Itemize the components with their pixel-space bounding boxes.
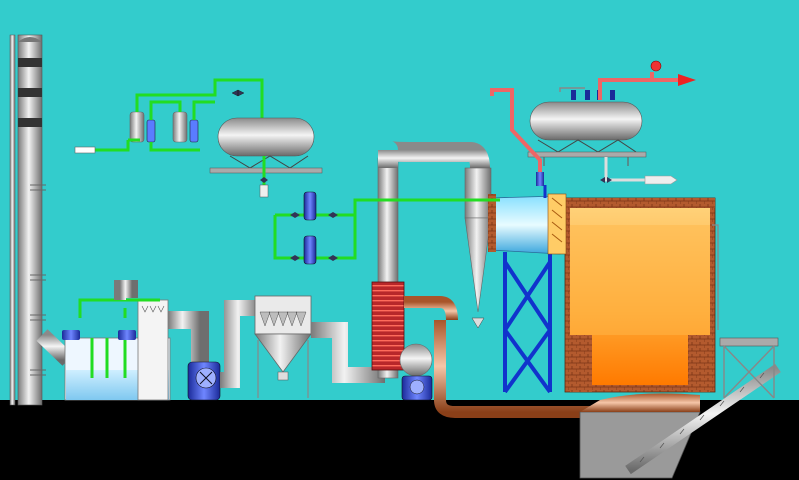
steam-outlet-arrow — [678, 74, 696, 86]
chimney-stack — [9, 34, 74, 406]
induced-draft-fan — [187, 300, 260, 401]
deaerator-tank — [209, 117, 323, 198]
feed-pumps — [273, 191, 470, 265]
steam-drum — [490, 60, 696, 186]
furnace-chamber — [547, 193, 719, 393]
economizer — [488, 185, 561, 394]
ash-screw-conveyor — [579, 337, 781, 479]
cyclone-separator — [464, 167, 492, 329]
water-treatment-filters — [74, 78, 264, 154]
flue-column — [371, 141, 490, 401]
hot-gas-duct — [434, 320, 640, 418]
flue-duct-to-id-fan — [168, 311, 209, 370]
bag-filter-hopper — [254, 295, 385, 398]
wet-scrubber-tank — [62, 280, 171, 401]
